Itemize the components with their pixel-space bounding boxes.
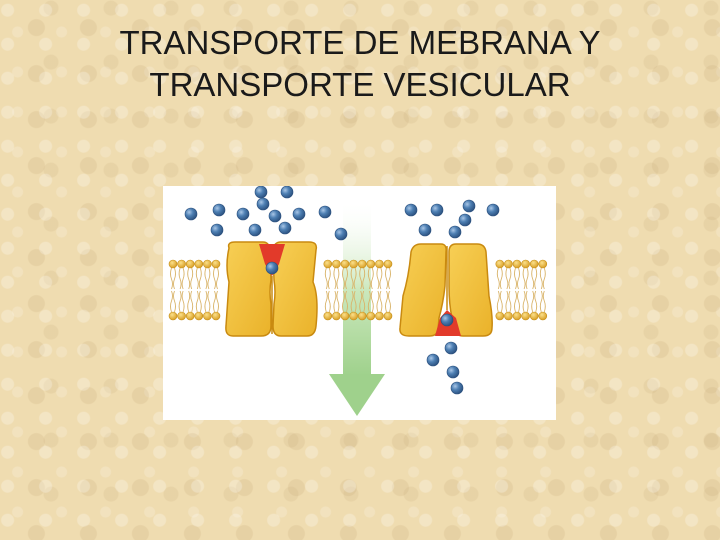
solute-molecule-icon xyxy=(448,225,462,239)
slide-title: TRANSPORTE DE MEBRANA Y TRANSPORTE VESIC… xyxy=(40,22,680,106)
solute-molecule-icon xyxy=(318,205,332,219)
solute-molecule-icon xyxy=(292,207,306,221)
solute-molecule-icon xyxy=(184,207,198,221)
solute-molecule-icon xyxy=(458,213,472,227)
carrier-protein-open-outside xyxy=(225,241,318,337)
solute-molecule-icon xyxy=(268,209,282,223)
carrier-protein-open-inside xyxy=(399,243,493,337)
solute-molecule-icon xyxy=(236,207,250,221)
membrane-transport-diagram xyxy=(163,186,556,420)
solute-molecule-icon xyxy=(450,381,464,395)
solute-molecule-icon xyxy=(444,341,458,355)
solute-molecule-icon xyxy=(280,186,294,199)
solute-molecule-icon xyxy=(446,365,460,379)
solute-molecule-icon xyxy=(212,203,226,217)
concentration-gradient-arrow-icon xyxy=(329,204,385,416)
solute-molecule-icon xyxy=(462,199,476,213)
solute-molecule-icon xyxy=(486,203,500,217)
solute-molecule-icon xyxy=(248,223,262,237)
solute-molecule-icon xyxy=(404,203,418,217)
slide-title-line-1: TRANSPORTE DE MEBRANA Y xyxy=(119,24,601,61)
solute-molecule-icon xyxy=(430,203,444,217)
solute-molecule-icon xyxy=(440,313,454,327)
solute-molecule-icon xyxy=(426,353,440,367)
lipid-bilayer xyxy=(168,259,548,321)
slide-title-line-2: TRANSPORTE VESICULAR xyxy=(149,66,571,103)
solute-molecule-icon xyxy=(334,227,348,241)
solute-molecule-icon xyxy=(210,223,224,237)
solute-molecule-icon xyxy=(418,223,432,237)
solute-molecule-icon xyxy=(278,221,292,235)
solute-molecule-icon xyxy=(265,261,279,275)
solute-molecule-icon xyxy=(254,186,268,199)
solute-molecule-icon xyxy=(256,197,270,211)
solute-molecules xyxy=(184,186,500,395)
